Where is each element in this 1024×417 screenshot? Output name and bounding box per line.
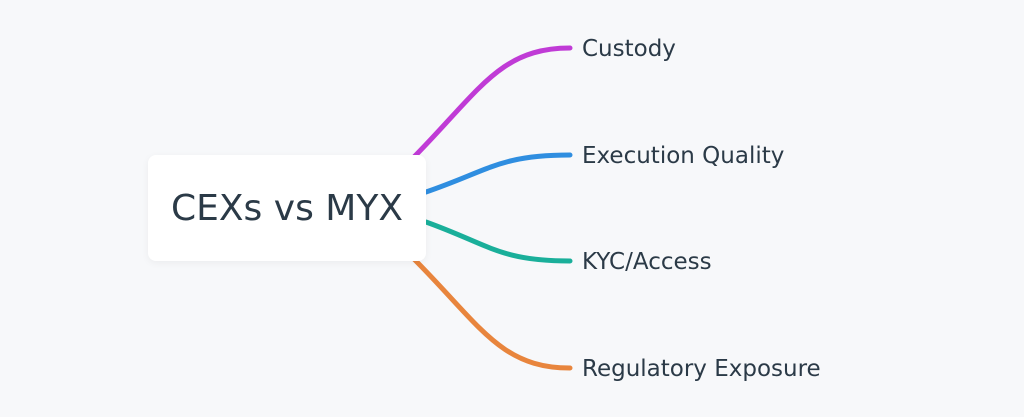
link-regulatory-exposure [410,255,573,371]
link-kyc-access [423,219,573,264]
branch-node-execution-quality[interactable]: Execution Quality [582,143,785,169]
root-node[interactable]: CEXs vs MYX [148,155,426,261]
branch-node-custody[interactable]: Custody [582,36,676,62]
link-custody [410,45,573,161]
branch-node-regulatory-exposure[interactable]: Regulatory Exposure [582,356,821,382]
link-execution-quality [423,152,573,195]
branch-node-kyc-access[interactable]: KYC/Access [582,249,712,275]
root-label: CEXs vs MYX [171,187,403,229]
